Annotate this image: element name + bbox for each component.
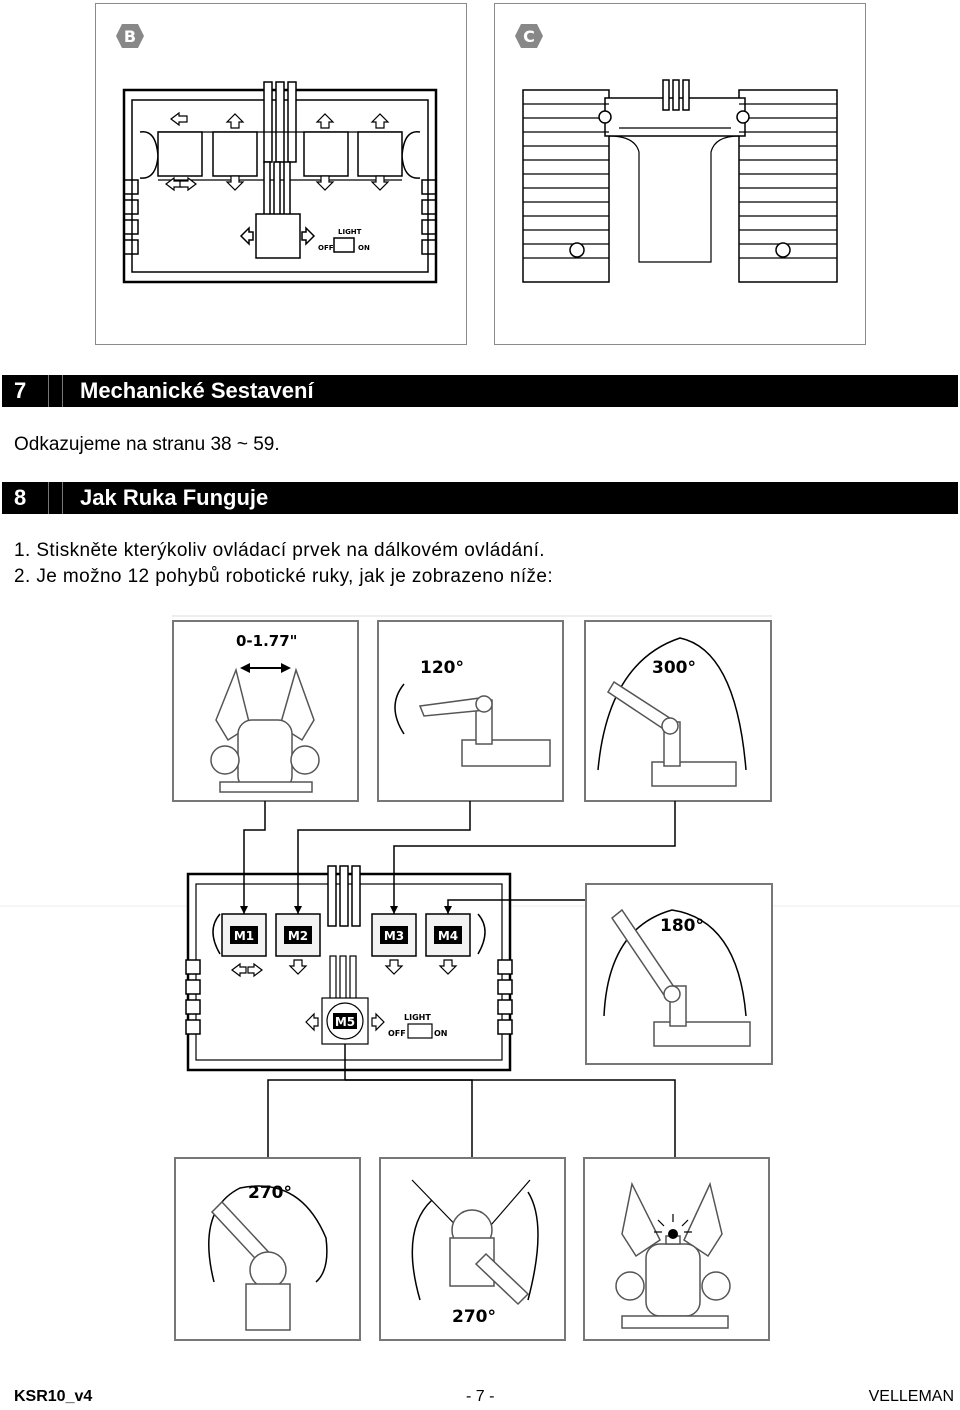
movements-diagram: 0-1.77" 120° 300° xyxy=(0,615,960,1341)
angle-180-label: 180° xyxy=(660,916,704,936)
angle-270-middle-label: 270° xyxy=(452,1307,496,1327)
shoulder-panel: 120° xyxy=(377,620,564,802)
step-1: 1. Stiskněte kterýkoliv ovládací prvek n… xyxy=(14,540,545,561)
light-label: LIGHT xyxy=(404,1013,431,1022)
off-label: OFF xyxy=(318,244,334,252)
footer-brand: VELLEMAN xyxy=(868,1388,954,1405)
section-8-header: 8 Jak Ruka Funguje xyxy=(2,482,958,514)
section-title: Jak Ruka Funguje xyxy=(80,485,269,510)
section-title: Mechanické Sestavení xyxy=(80,378,314,403)
badge-b: B xyxy=(124,27,136,46)
motor-m2: M2 xyxy=(288,929,308,943)
step-2: 2. Je možno 12 pohybů robotické ruky, ja… xyxy=(14,566,554,587)
angle-300-label: 300° xyxy=(652,658,696,678)
footer-doc-code: KSR10_v4 xyxy=(14,1388,93,1405)
motor-m5: M5 xyxy=(335,1015,355,1029)
light-panel xyxy=(583,1157,770,1341)
on-label: ON xyxy=(358,244,370,252)
motor-m1: M1 xyxy=(234,929,254,943)
angle-120-label: 120° xyxy=(420,658,464,678)
figure-panel-b: B xyxy=(95,3,467,345)
badge-c: C xyxy=(523,27,535,46)
gripper-panel: 0-1.77" xyxy=(172,620,359,802)
remote-back-drawing: C xyxy=(515,24,838,283)
section-7-header: 7 Mechanické Sestavení xyxy=(2,375,958,407)
figure-panel-c: C xyxy=(494,3,866,345)
light-label: LIGHT xyxy=(338,228,362,236)
motor-m3: M3 xyxy=(384,929,404,943)
remote-control-drawing: B xyxy=(116,24,438,284)
connector-lines xyxy=(243,801,676,1158)
section-number: 7 xyxy=(14,378,27,403)
remote-control: M1 M2 M3 M4 M5 LIGHT OFF ON xyxy=(0,865,960,1072)
wrist-panel-middle: 270° xyxy=(379,1157,566,1341)
base-rotation-panel: 300° xyxy=(584,620,772,802)
gripper-range-label: 0-1.77" xyxy=(236,632,298,650)
on-label: ON xyxy=(434,1029,448,1038)
footer-page-number: - 7 - xyxy=(466,1388,495,1405)
wrist-panel-left: 270° xyxy=(174,1157,361,1341)
motor-m4: M4 xyxy=(438,929,458,943)
angle-270-left-label: 270° xyxy=(248,1183,292,1203)
elbow-panel: 180° xyxy=(585,883,773,1065)
section-7-text: Odkazujeme na stranu 38 ~ 59. xyxy=(14,434,280,455)
off-label: OFF xyxy=(388,1029,406,1038)
section-number: 8 xyxy=(14,485,27,510)
